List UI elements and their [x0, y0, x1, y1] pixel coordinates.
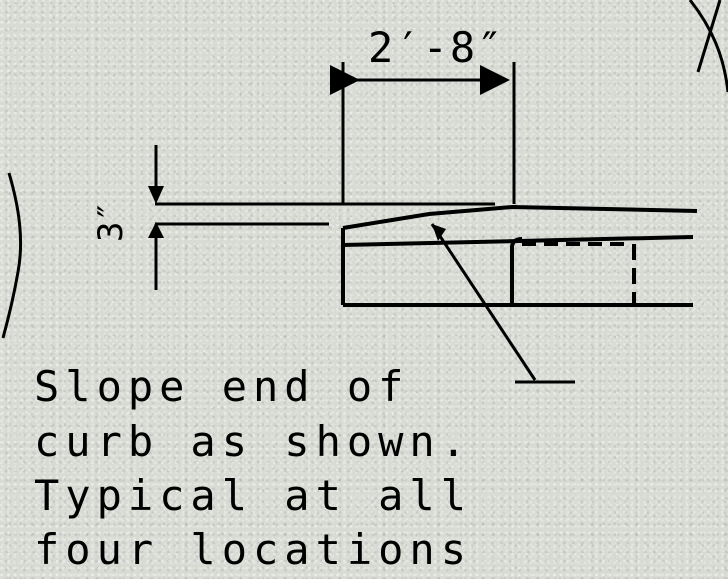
note-line-1: Slope end of — [34, 362, 409, 411]
note-line-3: Typical at all — [34, 471, 472, 520]
note-line-4: four locations — [34, 525, 472, 574]
reference-line-top-right — [696, 0, 722, 73]
note-leader-line — [430, 223, 537, 381]
note-leader-arrowhead — [432, 224, 446, 241]
top-dimension-label: 2′-8″ — [368, 23, 504, 72]
curb-joint — [510, 237, 523, 305]
reference-arc-right — [688, 0, 728, 93]
note-line-2: curb as shown. — [34, 417, 472, 466]
reference-arc-left — [1, 172, 23, 339]
left-dimension-upper-arrow — [148, 186, 164, 204]
left-dimension-lower-arrow — [148, 222, 164, 238]
curb-top-sloped-edge — [342, 204, 698, 230]
left-dimension-label: 3″ — [91, 201, 131, 242]
